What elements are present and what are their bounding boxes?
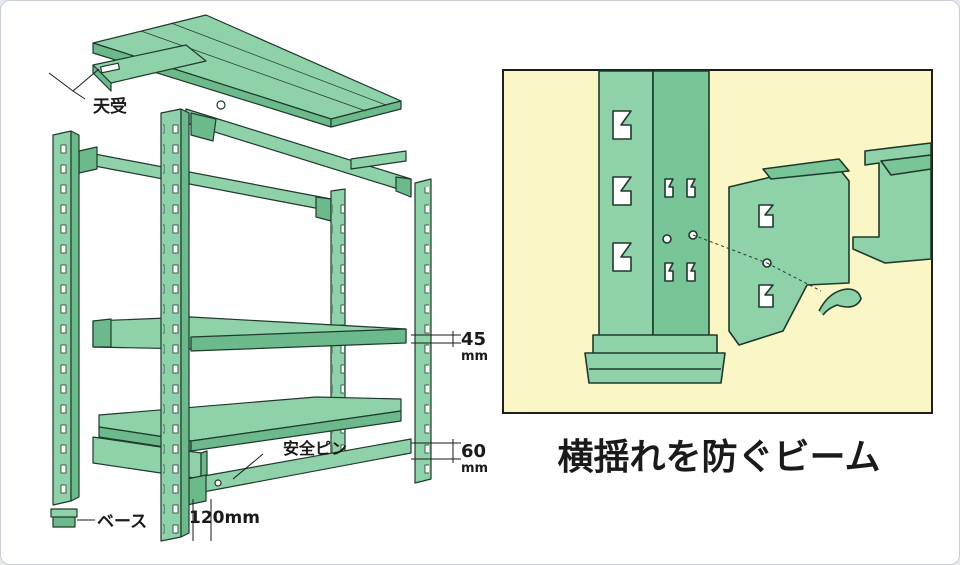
shelf-height-45-value: 45 bbox=[461, 329, 486, 350]
top-support-bracket bbox=[92, 44, 207, 92]
detail-alignment-lines bbox=[692, 234, 822, 292]
shelf-height-45-unit: mm bbox=[461, 349, 488, 364]
front-right-post bbox=[160, 108, 190, 542]
bottom-height-label: 120mm bbox=[189, 508, 260, 528]
safety-pin-label: 安全ピン bbox=[283, 439, 347, 458]
detail-caption: 横揺れを防ぐビーム bbox=[558, 437, 881, 478]
left-side-beam bbox=[78, 146, 332, 222]
pin-ring bbox=[216, 100, 226, 110]
shelf-height-60-value: 60 bbox=[461, 441, 486, 462]
lower-shelf bbox=[98, 396, 402, 452]
left-front-post bbox=[52, 130, 80, 506]
base-label: ベース bbox=[97, 512, 147, 532]
detail-safety-pin bbox=[818, 288, 862, 316]
shelf-height-60-unit: mm bbox=[461, 461, 488, 476]
base-foot bbox=[50, 508, 78, 528]
back-right-bracket bbox=[350, 150, 407, 170]
top-support-label: 天受 bbox=[93, 96, 127, 117]
leader-lines bbox=[48, 68, 461, 541]
middle-shelf bbox=[92, 316, 407, 352]
far-right-post bbox=[414, 178, 432, 484]
detail-beam bbox=[852, 142, 932, 264]
detail-inset bbox=[502, 69, 933, 414]
detail-base bbox=[584, 334, 726, 384]
shelf-assembly bbox=[50, 14, 432, 542]
detail-post bbox=[598, 70, 710, 350]
